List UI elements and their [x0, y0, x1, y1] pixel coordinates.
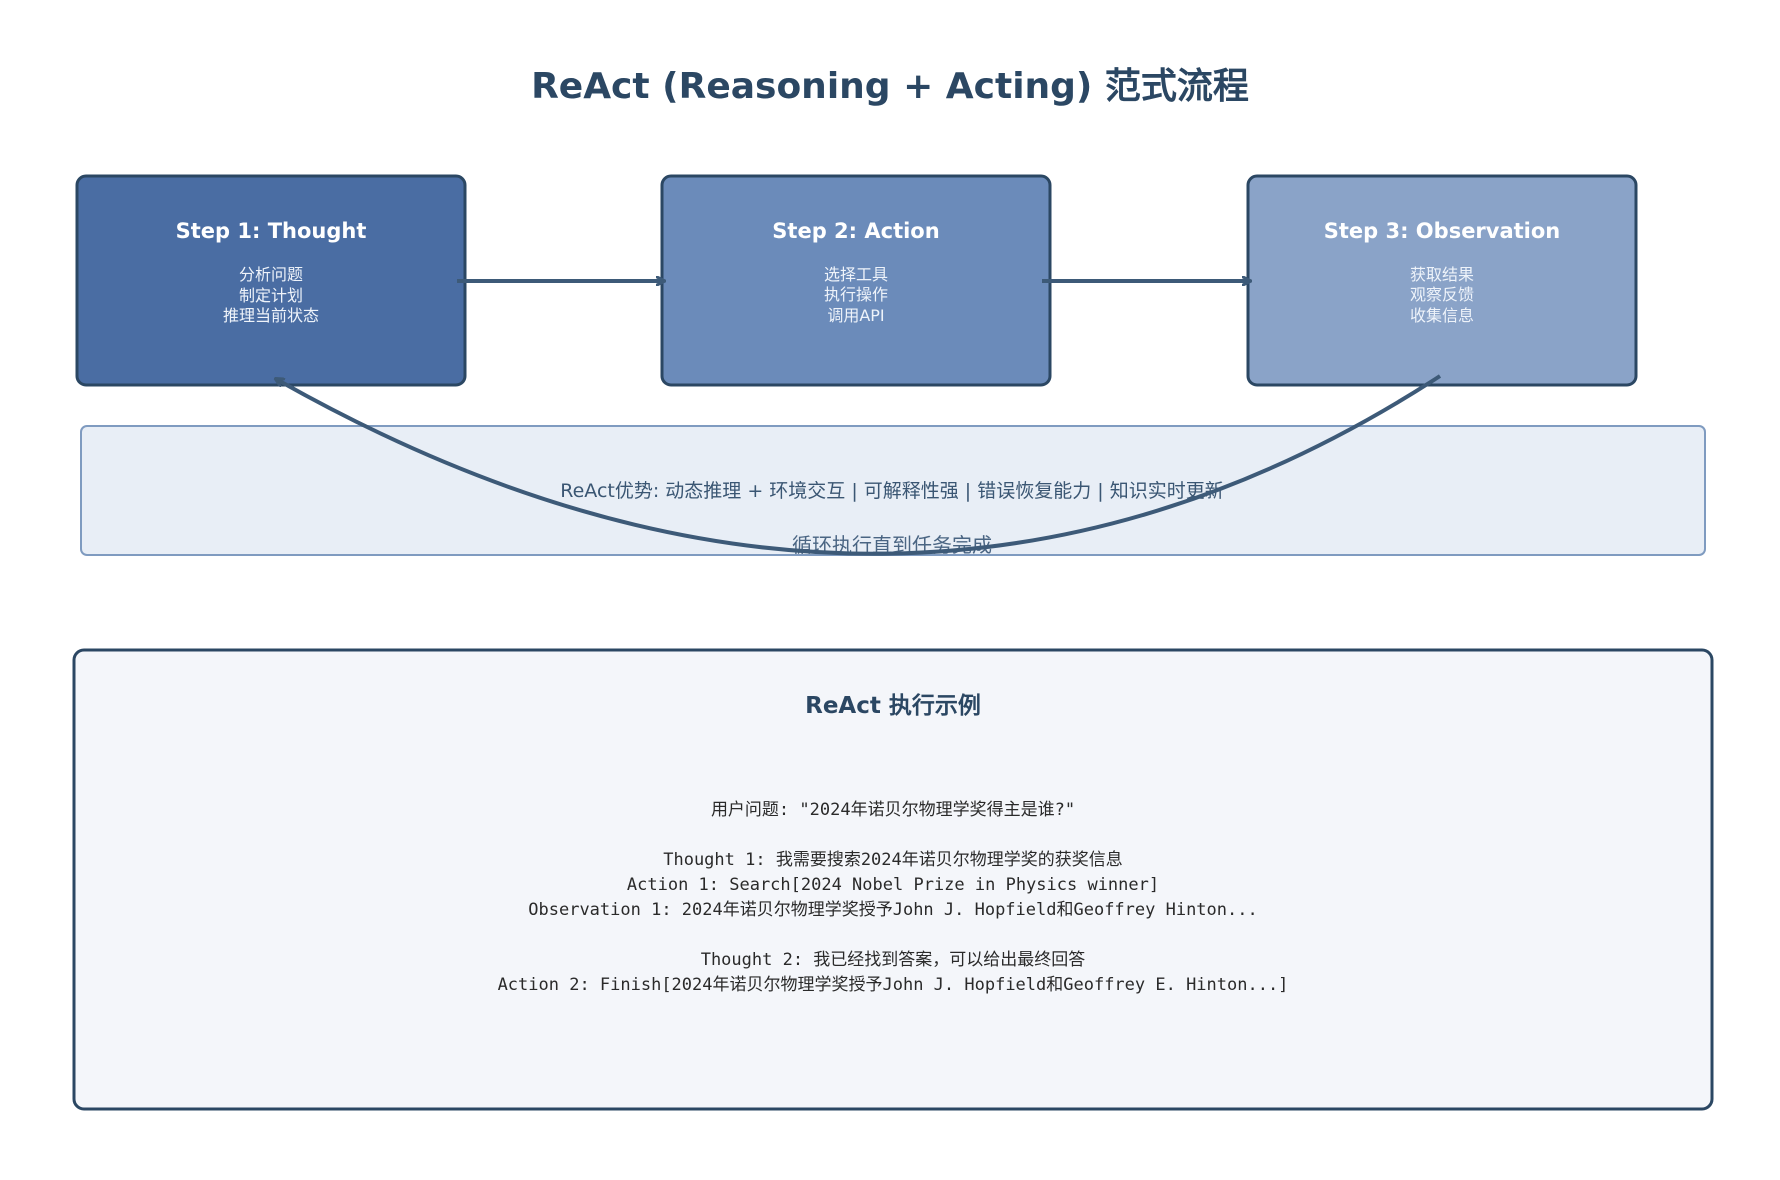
page-title: ReAct (Reasoning + Acting) 范式流程 — [531, 66, 1249, 107]
example-line: Thought 2: 我已经找到答案，可以给出最终回答 — [701, 950, 1086, 970]
step-thought-line: 推理当前状态 — [223, 306, 319, 325]
loop-arrow — [276, 374, 1442, 556]
advantages-text: ReAct优势: 动态推理 + 环境交互 | 可解释性强 | 错误恢复能力 | … — [560, 480, 1223, 502]
example-panel — [72, 648, 1714, 1111]
step-observation-box: Step 3: Observation 获取结果 观察反馈 收集信息 — [1246, 174, 1638, 387]
step-thought-line: 分析问题 — [239, 265, 303, 284]
step-action-line: 调用API — [827, 306, 884, 325]
example-line: Thought 1: 我需要搜索2024年诺贝尔物理学奖的获奖信息 — [663, 850, 1123, 870]
step-action-line: 执行操作 — [824, 285, 888, 304]
step-thought-title: Step 1: Thought — [176, 219, 367, 243]
example-line: Action 2: Finish[2024年诺贝尔物理学奖授予John J. H… — [498, 975, 1289, 995]
example-line: 用户问题: "2024年诺贝尔物理学奖得主是谁?" — [711, 800, 1075, 820]
step-thought-box: Step 1: Thought 分析问题 制定计划 推理当前状态 — [75, 174, 467, 387]
step-observation-title: Step 3: Observation — [1324, 219, 1561, 243]
step-thought-line: 制定计划 — [239, 286, 303, 305]
step-action-title: Step 2: Action — [772, 219, 939, 243]
example-line: Action 1: Search[2024 Nobel Prize in Phy… — [627, 875, 1159, 895]
step-action-box: Step 2: Action 选择工具 执行操作 调用API — [660, 174, 1052, 387]
step-observation-line: 观察反馈 — [1410, 285, 1474, 304]
example-title: ReAct 执行示例 — [805, 692, 981, 719]
example-line: Observation 1: 2024年诺贝尔物理学奖授予John J. Hop… — [528, 900, 1257, 920]
step-observation-line: 获取结果 — [1410, 265, 1474, 284]
step-observation-line: 收集信息 — [1410, 306, 1474, 325]
step-action-line: 选择工具 — [824, 265, 888, 284]
